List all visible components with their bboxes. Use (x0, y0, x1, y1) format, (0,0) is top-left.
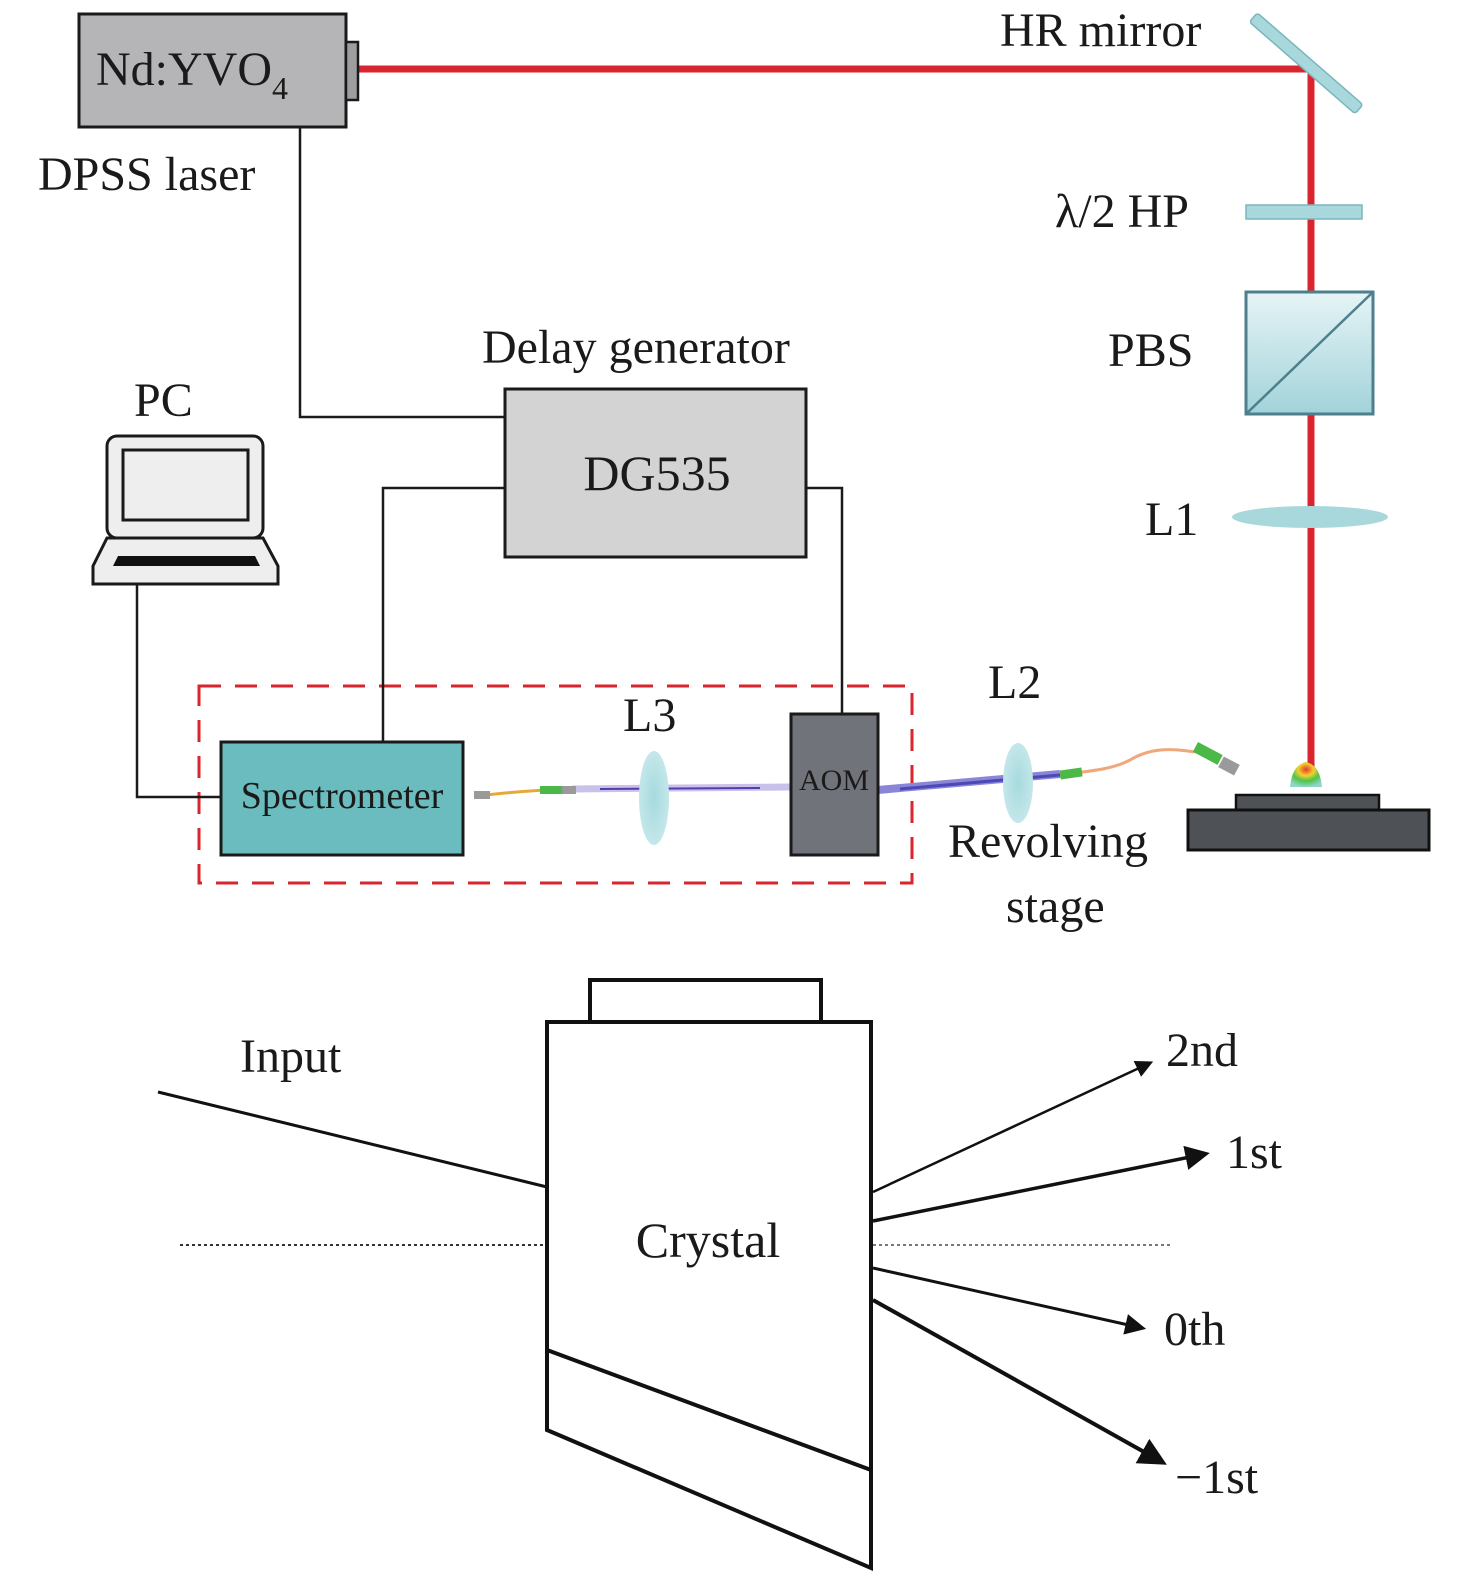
fiber-cable (1059, 748, 1196, 777)
control-cables (135, 127, 844, 799)
stage-base (1186, 808, 1431, 852)
laptop-screen (121, 448, 250, 522)
aom-principle-diagram: Crystal Input 2nd 1st 0th −1st (157, 978, 1283, 1572)
aom: AOM (789, 712, 880, 857)
pc-label: PC (134, 374, 193, 427)
order-0th-label: 0th (1164, 1303, 1225, 1356)
lens-l3-label: L3 (623, 689, 676, 742)
polarizing-beam-splitter: PBS (1108, 290, 1375, 416)
lens-l1-glyph (1232, 506, 1388, 528)
delay-generator-model: DG535 (583, 445, 730, 501)
spectrometer-fiber-connector (474, 791, 490, 799)
order-0th-arrow (872, 1266, 1147, 1335)
laser-beam (356, 65, 1315, 772)
laser-output-aperture (344, 40, 360, 102)
hr-mirror-label: HR mirror (1000, 4, 1201, 57)
lens-l3: L3 (623, 689, 676, 845)
order-1st-label: 1st (1226, 1126, 1283, 1179)
spectrometer-fiber-boot (540, 786, 562, 794)
hr-mirror: HR mirror (1000, 4, 1363, 114)
cable-delay-to-aom (806, 486, 844, 714)
aom-body (789, 712, 880, 857)
crystal-body (545, 1020, 873, 1572)
lens-l2-glyph (1003, 743, 1033, 823)
waveplate-glyph (1245, 204, 1363, 220)
order-minus1st-label: −1st (1175, 1451, 1259, 1504)
lens-l2-label: L2 (988, 656, 1041, 709)
signal-path (474, 770, 1061, 799)
pbs-label: PBS (1108, 324, 1193, 377)
plasma-spot (1290, 762, 1322, 787)
order-2nd-label: 2nd (1166, 1024, 1238, 1077)
lens-l1-label: L1 (1145, 493, 1198, 546)
cable-pc-to-spectrometer (135, 584, 221, 799)
half-wave-plate: λ/2 HP (1055, 185, 1363, 238)
beam-aom-to-l3-core (599, 787, 761, 790)
laser-caption: DPSS laser (38, 148, 255, 201)
dpss-laser: Nd:YVO4 DPSS laser (38, 12, 360, 201)
delay-generator-caption: Delay generator (482, 321, 790, 374)
revolving-stage: Revolving stage (948, 762, 1431, 933)
order-2nd-arrow (872, 1060, 1154, 1194)
laptop-keyboard (113, 556, 260, 566)
laser-label: Nd:YVO4 (96, 43, 288, 106)
stage-label-line1: Revolving (948, 815, 1148, 868)
mirror-glyph (1249, 13, 1363, 114)
pbs-diagonal (1245, 291, 1374, 415)
lens-l3-glyph (639, 751, 669, 845)
input-beam (157, 1090, 548, 1189)
input-label: Input (240, 1030, 342, 1083)
half-wave-plate-label: λ/2 HP (1055, 185, 1189, 238)
cable-laser-to-delay (298, 127, 505, 419)
stage-label-line2: stage (1006, 880, 1105, 933)
fiber-boot-right (1192, 742, 1223, 765)
delay-generator: DG535 Delay generator (482, 321, 808, 559)
transducer (588, 978, 823, 1024)
order-minus1st-arrow (872, 1298, 1167, 1465)
cable-delay-to-spectrometer (381, 486, 505, 742)
crystal-label: Crystal (636, 1212, 780, 1268)
fiber-connector (1218, 756, 1240, 776)
laser-body (77, 12, 348, 129)
lens-l2: L2 (988, 656, 1041, 823)
spectrometer-label: Spectrometer (241, 775, 444, 817)
fiber-boot-left (1059, 767, 1083, 780)
spectrometer: Spectrometer (219, 740, 465, 857)
lens-l1: L1 (1145, 493, 1388, 546)
spectrometer-body (219, 740, 465, 857)
stage-top (1234, 793, 1381, 812)
collection-fiber (1059, 742, 1240, 780)
absorber-edge (546, 1348, 872, 1472)
pc: PC (91, 374, 280, 586)
delay-generator-body (503, 387, 808, 559)
spectrometer-fiber-tip (562, 786, 576, 794)
beam-l2-to-aom-core (899, 773, 1061, 791)
aom-label: AOM (799, 764, 869, 797)
order-1st-arrow (872, 1145, 1210, 1223)
